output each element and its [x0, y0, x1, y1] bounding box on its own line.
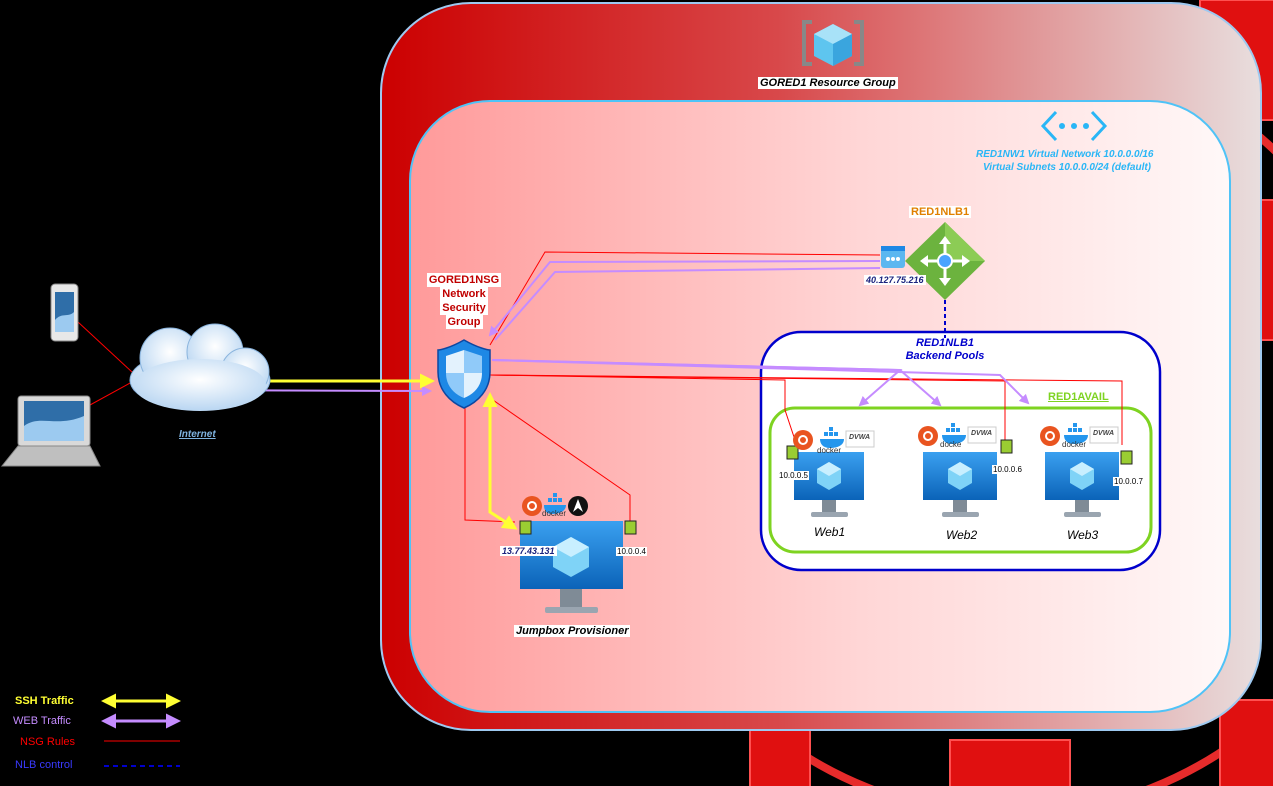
- availability-set-label: RED1AVAIL: [1048, 391, 1109, 403]
- nsg-label: GORED1NSG Network Security Group: [420, 273, 508, 329]
- web2-dvwa: DVWA: [971, 430, 992, 437]
- ubuntu-icons: [522, 426, 1060, 516]
- web1-ip: 10.0.0.5: [778, 471, 809, 480]
- web2-docker-label: docke: [940, 440, 962, 449]
- dvwa-badges: [845, 426, 1119, 448]
- jumpbox-name: Jumpbox Provisioner: [514, 625, 631, 637]
- docker-icons: [544, 423, 1088, 514]
- shield-icon: [437, 339, 491, 409]
- jumpbox-public-ip: 13.77.43.131: [500, 546, 557, 556]
- ansible-icon: [568, 496, 588, 516]
- web3-docker-label: docker: [1062, 440, 1087, 449]
- backend-pool-label: RED1NLB1 Backend Pools: [880, 337, 1010, 363]
- backend-pool-line2: Backend Pools: [905, 350, 985, 362]
- web3-name: Web3: [1067, 528, 1099, 542]
- web3-dvwa: DVWA: [1093, 430, 1114, 437]
- nsg-label-line3: Security: [440, 301, 488, 315]
- laptop-icon: [0, 395, 101, 467]
- backend-pool-line1: RED1NLB1: [915, 337, 975, 349]
- vnet-label-line1: RED1NW1 Virtual Network 10.0.0.0/16: [976, 149, 1154, 160]
- mobile-device-icon: [50, 283, 79, 342]
- resource-group-icon: [802, 20, 864, 66]
- legend-nsg-label: NSG Rules: [20, 736, 76, 748]
- web1-docker-label: docker: [817, 446, 842, 455]
- legend-web-label: WEB Traffic: [13, 715, 71, 727]
- nsg-label-line1: GORED1NSG: [426, 273, 502, 287]
- web-traffic-lines: [133, 260, 1030, 407]
- web2-name: Web2: [946, 528, 978, 542]
- internet-label: Internet: [179, 429, 216, 440]
- jumpbox-monitor-icon: [520, 521, 623, 613]
- web2-monitor-icon: [923, 452, 997, 517]
- nlb-title: RED1NLB1: [909, 206, 972, 218]
- legend-ssh-label: SSH Traffic: [15, 695, 74, 707]
- web1-dvwa: DVWA: [849, 434, 870, 441]
- public-ip-icon: [881, 246, 905, 268]
- web2-ip: 10.0.0.6: [992, 465, 1023, 474]
- web3-ip: 10.0.0.7: [1113, 477, 1144, 486]
- web1-name: Web1: [814, 525, 846, 539]
- web3-monitor-icon: [1045, 452, 1119, 517]
- nsg-label-line4: Group: [445, 315, 483, 329]
- internet-cloud-icon: [129, 323, 271, 411]
- legend-nlb-label: NLB control: [15, 759, 73, 771]
- vnet-label-line2: Virtual Subnets 10.0.0.0/24 (default): [983, 162, 1152, 173]
- nlb-public-ip: 40.127.75.216: [864, 275, 926, 285]
- resource-group-label: GORED1 Resource Group: [758, 77, 898, 89]
- jumpbox-docker-label: docker: [542, 509, 567, 518]
- legend-lines: [101, 693, 181, 767]
- jumpbox-private-ip: 10.0.0.4: [616, 547, 647, 556]
- nic-icons: [519, 439, 1133, 535]
- nsg-label-line2: Network: [440, 287, 488, 301]
- vnet-icon: [1040, 110, 1108, 142]
